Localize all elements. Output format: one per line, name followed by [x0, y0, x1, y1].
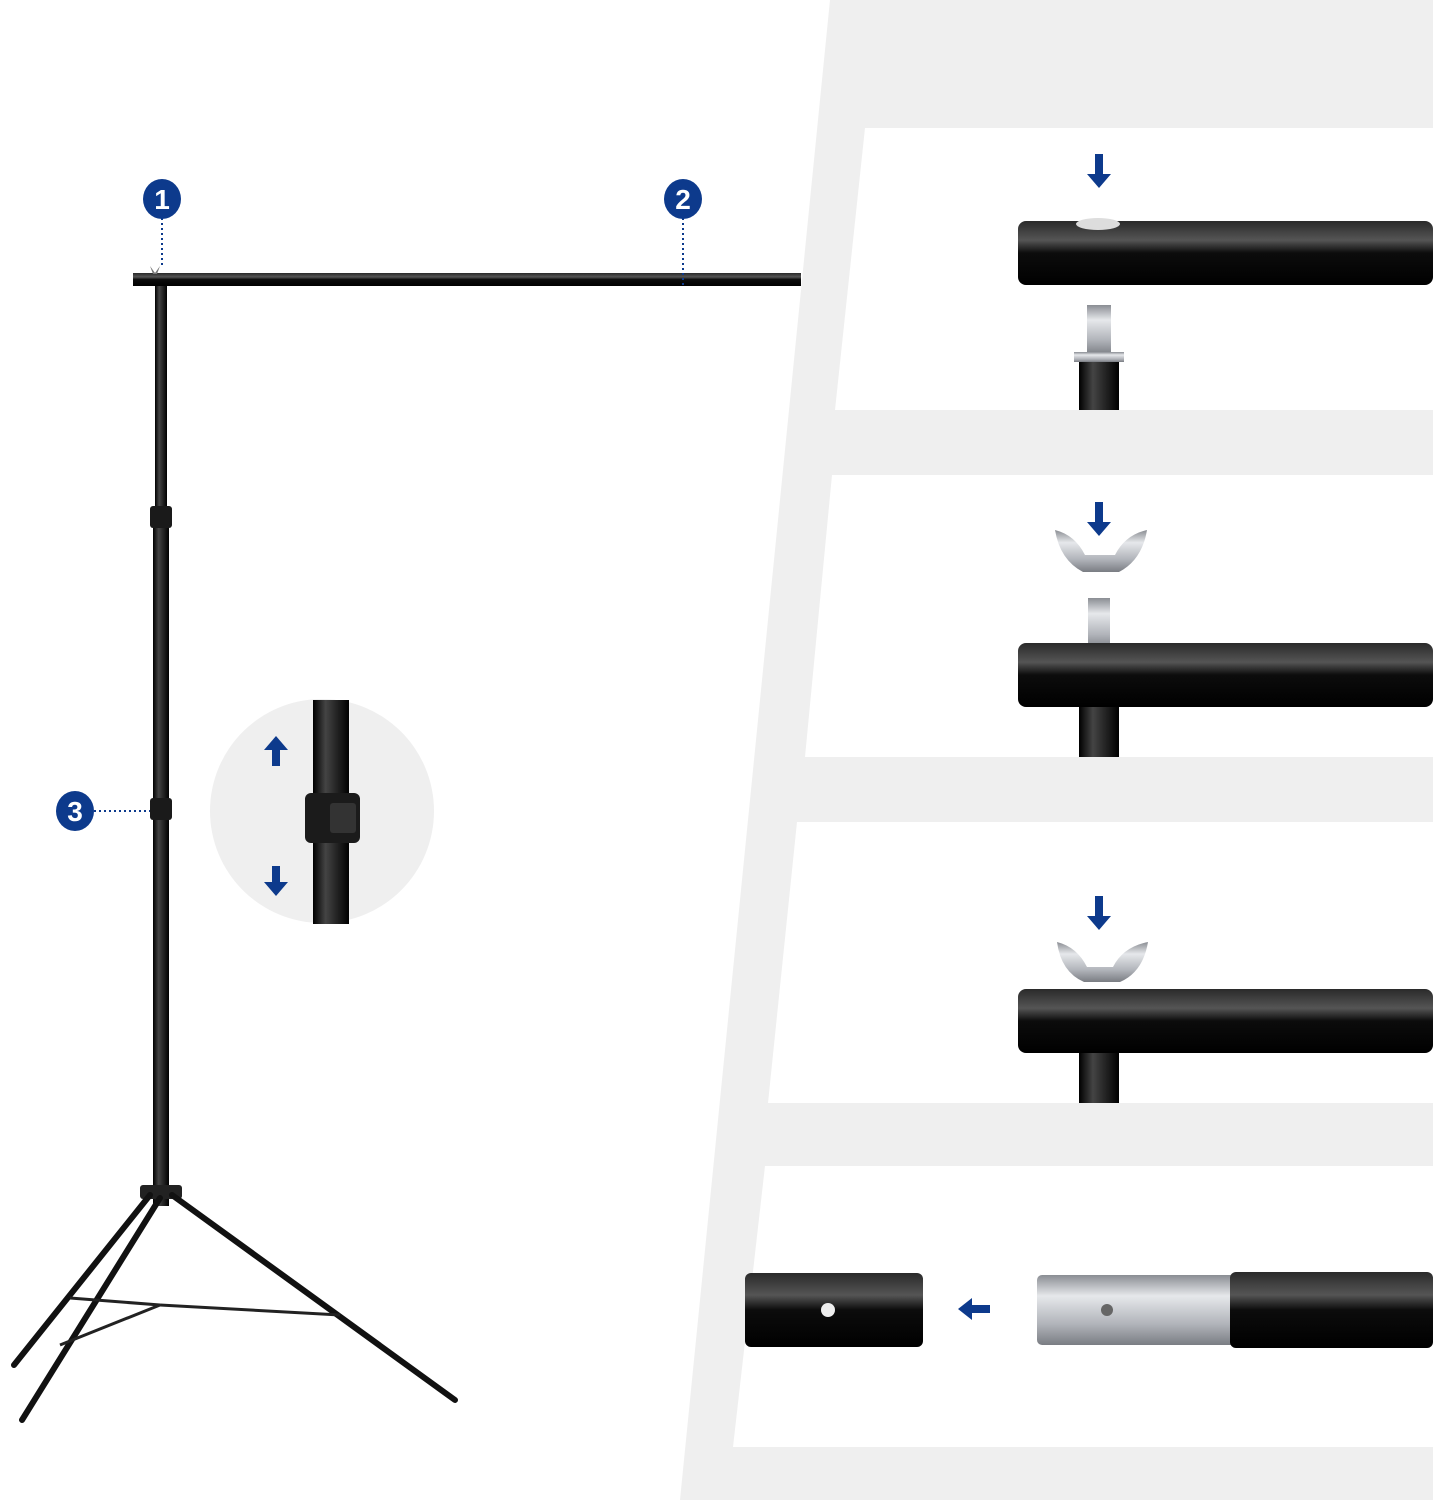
crossbar — [133, 273, 801, 286]
arrow-down-icon — [1087, 896, 1111, 930]
arrow-down-icon — [1087, 502, 1111, 536]
screw-icon — [1088, 598, 1110, 650]
svg-text:2: 2 — [675, 184, 691, 215]
wing-nut-icon — [1057, 942, 1148, 982]
arrow-down-icon — [1087, 154, 1111, 188]
callout-1: 1 — [143, 179, 181, 268]
crossbar-wing-nut — [150, 266, 160, 274]
backdrop-stand — [11, 266, 801, 1423]
step-3-detail — [1018, 896, 1433, 1103]
arrow-left-icon — [958, 1298, 990, 1320]
step-1-detail — [1018, 154, 1433, 410]
height-lock-2 — [150, 798, 172, 820]
upright-top — [155, 286, 167, 516]
upright-lower — [153, 516, 169, 1206]
height-adjust-detail — [210, 699, 434, 924]
arrow-down-icon — [264, 866, 288, 896]
svg-text:3: 3 — [67, 796, 83, 827]
arrow-up-icon — [264, 736, 288, 766]
wing-nut-icon — [1055, 530, 1147, 572]
step-4-detail — [745, 1272, 1433, 1348]
screw-icon — [1087, 305, 1111, 355]
height-lock-1 — [150, 506, 172, 528]
svg-text:1: 1 — [154, 184, 170, 215]
step-2-detail — [1018, 502, 1433, 757]
callout-3: 3 — [56, 791, 150, 831]
callout-2: 2 — [664, 179, 702, 285]
